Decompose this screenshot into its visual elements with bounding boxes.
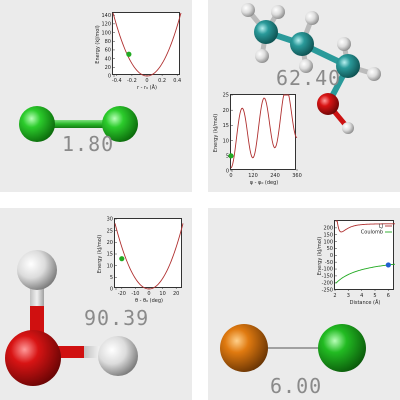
y-tick-label: 20 <box>105 65 111 71</box>
current-value-marker[interactable] <box>385 262 391 268</box>
y-tick-label: 150 <box>323 232 333 238</box>
y-tick-label: 140 <box>101 13 111 19</box>
torsion-angle-readout: 62.40 <box>276 66 342 90</box>
energy-curve <box>114 223 184 290</box>
x-tick-label: -20 <box>118 291 126 297</box>
x-tick-label: 0.4 <box>173 78 181 84</box>
bond <box>38 120 120 128</box>
x-tick-label: 2 <box>333 293 336 299</box>
water-molecule-icon[interactable] <box>0 208 192 400</box>
ion-pair-icon[interactable] <box>208 208 400 400</box>
energy-plot: -0.4 -0.2 0 0.2 0.4 0 20 40 60 80 100 120 140 r - r₀ … <box>95 12 182 91</box>
x-tick-label: 240 <box>270 173 280 179</box>
legend-label: LJ <box>379 224 383 230</box>
x-axis-label: r - r₀ (Å) <box>137 84 157 91</box>
bond-length-readout: 1.80 <box>62 132 115 156</box>
y-tick-label: 0 <box>108 74 111 80</box>
lj-curve <box>335 220 396 233</box>
y-tick-label: 120 <box>101 22 111 28</box>
y-tick-label: -150 <box>322 274 333 280</box>
y-tick-label: 100 <box>323 239 333 245</box>
y-axis-label: Energy (kJ/mol) <box>317 237 323 275</box>
y-tick-label: 10 <box>223 138 229 144</box>
energy-chart: -20 -10 0 10 20 0 5 10 15 20 25 30 θ - θ₀ (deg) Energ… <box>97 217 184 304</box>
energy-plot: -20 -10 0 10 20 0 5 10 15 20 25 30 θ - θ₀ (deg) Energ… <box>97 217 184 304</box>
y-tick-label: -200 <box>322 280 333 286</box>
y-tick-label: 30 <box>107 217 113 223</box>
y-tick-label: 20 <box>223 108 229 114</box>
legend-label: Coulomb <box>361 230 383 236</box>
energy-chart: -0.4 -0.2 0 0.2 0.4 0 20 40 60 80 100 120 140 r - r₀ … <box>95 12 182 91</box>
y-tick-label: 15 <box>223 123 229 129</box>
y-tick-label: -100 <box>322 267 333 273</box>
distance-readout: 6.00 <box>270 374 323 398</box>
y-axis-label: Energy (kJ/mol) <box>95 25 101 63</box>
angle-bend-panel: 90.39 -20 -10 0 10 20 0 5 10 15 20 25 30 θ - θ₀ (deg… <box>0 208 192 400</box>
y-tick-label: 25 <box>107 228 113 234</box>
x-tick-label: 10 <box>159 291 165 297</box>
x-tick-label: 20 <box>173 291 179 297</box>
y-tick-label: 200 <box>323 226 333 232</box>
chlorine-atom <box>102 106 138 142</box>
x-tick-label: 3 <box>347 293 350 299</box>
y-tick-label: 10 <box>107 263 113 269</box>
y-tick-label: 15 <box>107 252 113 258</box>
x-tick-label: 0 <box>229 173 232 179</box>
x-tick-label: 120 <box>248 173 258 179</box>
bond-stretch-panel: 1.80 -0.4 -0.2 0 0.2 0.4 0 20 40 60 80 100 120 140 r … <box>0 0 192 192</box>
x-tick-label: 5 <box>373 293 376 299</box>
y-tick-label: 100 <box>101 30 111 36</box>
y-tick-label: 0 <box>226 169 229 175</box>
energy-curve <box>230 94 298 169</box>
x-axis-label: Distance (Å) <box>350 299 381 306</box>
chlorine-molecule-icon[interactable] <box>0 0 192 192</box>
y-tick-label: 50 <box>327 246 333 252</box>
energy-chart: 0 120 240 360 0 5 10 15 20 25 φ - φ₀ (deg) Energy (… <box>213 93 302 186</box>
hydrogen-atom <box>98 336 138 376</box>
coulomb-curve <box>335 263 396 284</box>
y-tick-label: 80 <box>105 39 111 45</box>
hydrogen-atom <box>17 250 57 290</box>
x-axis-label: θ - θ₀ (deg) <box>135 298 163 304</box>
y-tick-label: -250 <box>322 287 333 293</box>
energy-curve <box>112 12 182 77</box>
energy-plot: 0 120 240 360 0 5 10 15 20 25 φ - φ₀ (deg) Energy (… <box>213 93 302 186</box>
y-tick-label: 25 <box>223 93 229 99</box>
y-tick-label: 0 <box>330 253 333 259</box>
sodium-ion <box>220 324 268 372</box>
x-tick-label: -0.2 <box>127 78 137 84</box>
x-tick-label: 0 <box>145 78 148 84</box>
x-tick-label: 0 <box>147 291 150 297</box>
x-tick-label: 0.2 <box>158 78 166 84</box>
propanol-molecule-icon[interactable] <box>208 0 400 192</box>
energy-chart: 2 3 4 5 6 -250-200-150-100-50050100150200Dist… <box>317 220 396 306</box>
x-tick-label: 4 <box>360 293 363 299</box>
torsion-panel: 62.40 0 120 240 360 0 5 10 15 20 25 φ - φ₀ (deg) En… <box>208 0 400 192</box>
y-tick-label: -50 <box>325 260 333 266</box>
y-tick-label: 5 <box>226 154 229 160</box>
bond-angle-readout: 90.39 <box>84 306 150 330</box>
x-tick-label: 360 <box>292 173 302 179</box>
y-tick-label: 40 <box>105 56 111 62</box>
chlorine-atom <box>19 106 55 142</box>
y-tick-label: 0 <box>110 287 113 293</box>
oxygen-atom <box>5 330 61 386</box>
current-value-marker[interactable] <box>126 51 132 57</box>
x-axis-label: φ - φ₀ (deg) <box>250 180 279 186</box>
y-axis-label: Energy (kJ/mol) <box>213 114 219 152</box>
y-tick-label: 60 <box>105 48 111 54</box>
y-axis-label: Energy (kJ/mol) <box>97 235 103 273</box>
chloride-ion <box>318 324 366 372</box>
x-tick-label: 6 <box>387 293 390 299</box>
x-tick-label: -10 <box>131 291 139 297</box>
current-value-marker[interactable] <box>119 256 125 262</box>
x-tick-label: -0.4 <box>112 78 122 84</box>
current-value-marker[interactable] <box>228 153 234 159</box>
y-tick-label: 5 <box>110 275 113 281</box>
y-tick-label: 20 <box>107 240 113 246</box>
